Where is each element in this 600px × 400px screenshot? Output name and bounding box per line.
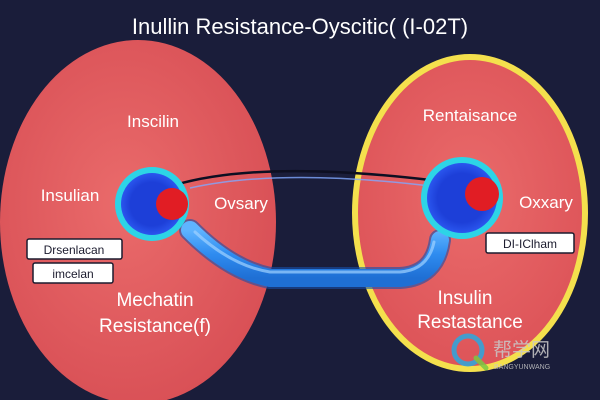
left-organ-label: Ovsary <box>214 194 268 213</box>
right-top-label: Rentaisance <box>423 106 518 125</box>
tube-highlight <box>193 230 436 274</box>
svg-text:imcelan: imcelan <box>52 267 93 281</box>
diagram-title: Inullin Resistance-Oyscitic( (I-02T) <box>132 14 468 39</box>
watermark-logo-icon <box>451 333 485 367</box>
connector-line-bottom <box>189 176 431 189</box>
right-organ-label: Oxxary <box>519 193 573 212</box>
watermark-sub: BANGYUNWANG <box>494 364 550 371</box>
right-dot <box>465 177 499 211</box>
connector-line-top <box>174 169 431 187</box>
watermark: 帮学网 BANGYUNWANG <box>451 333 550 371</box>
left-label-box-1: Drsenlacan <box>26 238 123 260</box>
left-bottom-label-1: Mechatin <box>116 290 193 311</box>
left-label-box-2: imcelan <box>32 262 114 284</box>
connecting-tube-body <box>181 221 449 287</box>
left-dot <box>156 188 188 220</box>
svg-text:DI-IClham: DI-IClham <box>503 237 557 251</box>
right-bottom-label-1: Insulin <box>438 288 493 309</box>
left-top-label: Inscilin <box>127 112 179 131</box>
left-nucleus <box>121 173 183 235</box>
right-label-box-1: DI-IClham <box>485 232 575 254</box>
left-bottom-label-2: Resistance(f) <box>99 316 211 337</box>
svg-text:Drsenlacan: Drsenlacan <box>44 243 105 257</box>
left-side-label: Insulian <box>41 186 100 205</box>
right-bottom-label-2: Restastance <box>417 312 523 333</box>
watermark-brand: 帮学网 <box>493 339 550 361</box>
